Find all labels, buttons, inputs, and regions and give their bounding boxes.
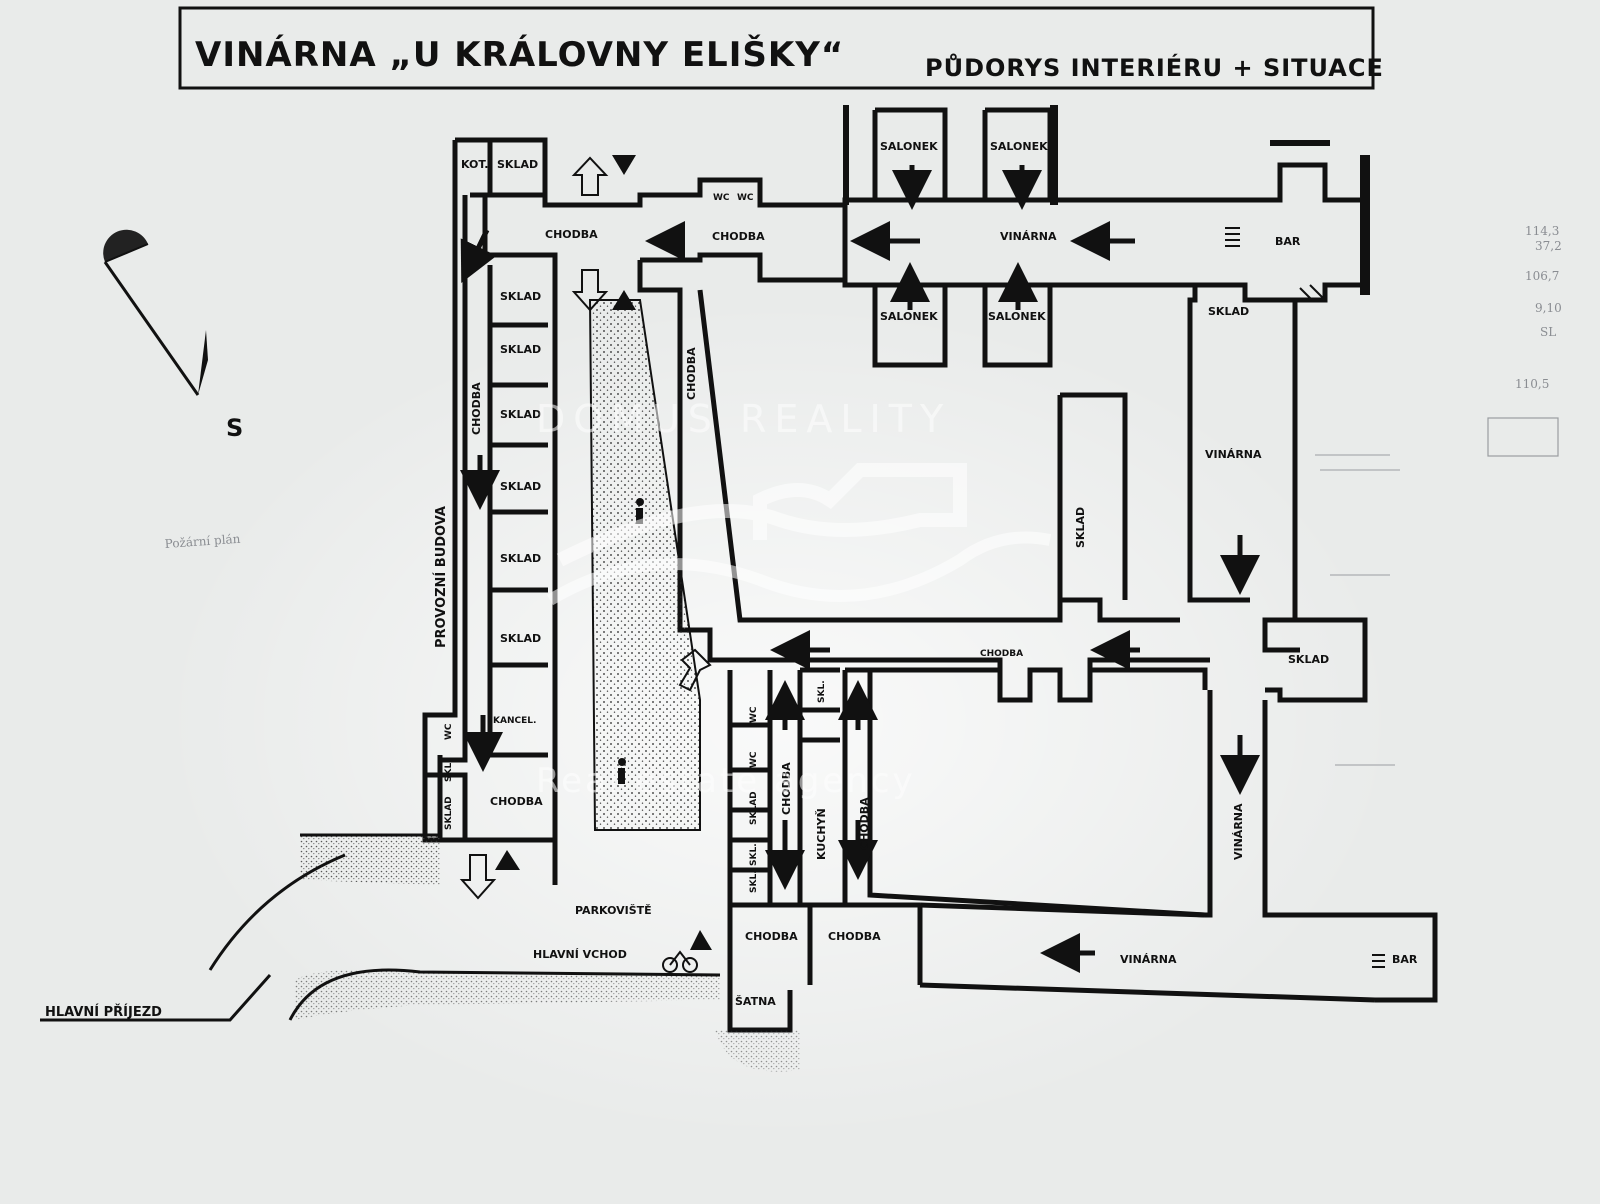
compass-label: S xyxy=(226,414,244,442)
pencil-figure-6: 110,5 xyxy=(1515,377,1549,391)
room-vinarna-top: VINÁRNA xyxy=(1000,230,1057,243)
room-satna: ŠATNA xyxy=(735,995,776,1008)
room-wc-lower: WC xyxy=(444,723,454,740)
pencil-figure-1: 114,3 xyxy=(1525,224,1559,238)
north-compass: S xyxy=(103,229,244,442)
label-hlavni-vchod: HLAVNÍ VCHOD xyxy=(533,948,627,961)
room-wc-kitchen-2: WC xyxy=(749,751,759,768)
room-sklad-right-small: SKLAD xyxy=(1288,653,1329,666)
room-kot: KOT. xyxy=(461,158,488,171)
room-chodba-kitchen: CHODBA xyxy=(780,762,793,815)
room-skl-lower: SKL. xyxy=(444,759,454,782)
room-chodba-entry-2: CHODBA xyxy=(828,930,881,943)
room-vinarna-lower-right: VINÁRNA xyxy=(1232,803,1245,860)
room-skl-kitchen: SKL. xyxy=(817,680,827,703)
wall-fills xyxy=(843,105,1370,295)
pencil-figure-4: 9,10 xyxy=(1535,301,1562,315)
room-sklad-kitchen: SKLAD xyxy=(749,791,759,825)
room-sklad-3: SKLAD xyxy=(500,408,541,421)
label-provozni-budova: PROVOZNÍ BUDOVA xyxy=(433,506,449,648)
bicycle-icon xyxy=(662,950,698,973)
watermark: DOMUS REALITY Real estate agency xyxy=(536,397,1052,801)
room-chodba-lower-left: CHODBA xyxy=(490,795,543,808)
hollow-arrows xyxy=(459,156,712,900)
room-salonek-1: SALONEK xyxy=(880,140,938,153)
room-salonek-4: SALONEK xyxy=(988,310,1046,323)
room-sklad-top: SKLAD xyxy=(497,158,538,171)
flow-arrows xyxy=(460,165,1260,973)
room-sklad-lower: SKLAD xyxy=(444,796,454,830)
room-sklad-courtyard: SKLAD xyxy=(1074,507,1087,548)
room-sklad-right-top: SKLAD xyxy=(1208,305,1249,318)
pencil-notes: Požární plán 114,3 37,2 106,7 9,10 SL 11… xyxy=(164,224,1562,766)
label-hlavni-prijezd: HLAVNÍ PŘÍJEZD xyxy=(45,1004,162,1020)
title-block: VINÁRNA „U KRÁLOVNY ELIŠKY“ PŮDORYS INTE… xyxy=(178,6,1384,90)
screen-glare xyxy=(160,300,1400,1140)
room-chodba-top-mid: CHODBA xyxy=(712,230,765,243)
room-skl-kitchen-3: SKL. xyxy=(749,870,759,893)
pencil-figure-2: 37,2 xyxy=(1535,239,1562,253)
label-parkoviste: PARKOVIŠTĚ xyxy=(575,904,652,917)
room-labels: KOT. SKLAD CHODBA CHODBA WC WC SALONEK S… xyxy=(433,140,1418,1008)
pencil-note-left: Požární plán xyxy=(164,532,241,551)
room-sklad-1: SKLAD xyxy=(500,290,541,303)
room-kuchyn: KUCHYŇ xyxy=(815,808,828,860)
watermark-line1: DOMUS REALITY xyxy=(536,397,951,441)
pencil-figure-3: 106,7 xyxy=(1525,269,1559,283)
site-labels: PARKOVIŠTĚ HLAVNÍ VCHOD HLAVNÍ PŘÍJEZD xyxy=(45,904,652,1020)
room-chodba-kitchen-right: CHODBA xyxy=(858,797,871,850)
room-bar-top: BAR xyxy=(1275,235,1301,248)
room-chodba-diag: CHODBA xyxy=(685,347,698,400)
room-chodba-entry-1: CHODBA xyxy=(745,930,798,943)
room-kancel: KANCEL. xyxy=(493,716,536,726)
people-icon xyxy=(618,498,644,784)
room-chodba-left-vert: CHODBA xyxy=(470,382,483,435)
room-salonek-2: SALONEK xyxy=(990,140,1048,153)
room-skl-kitchen-2: SKL. xyxy=(749,843,759,866)
room-sklad-2: SKLAD xyxy=(500,343,541,356)
title-main: VINÁRNA „U KRÁLOVNY ELIŠKY“ xyxy=(195,34,844,75)
room-wc-kitchen: WC xyxy=(749,706,759,723)
stairs xyxy=(1225,227,1385,968)
room-sklad-6: SKLAD xyxy=(500,632,541,645)
room-chodba-mid: CHODBA xyxy=(980,649,1023,659)
room-chodba-top-left: CHODBA xyxy=(545,228,598,241)
exit-markers xyxy=(495,155,712,950)
room-wc-b: WC xyxy=(737,193,754,203)
watermark-line2: Real estate agency xyxy=(536,761,916,801)
title-sub: PŮDORYS INTERIÉRU + SITUACE xyxy=(925,52,1384,82)
room-wc-a: WC xyxy=(713,193,730,203)
room-salonek-3: SALONEK xyxy=(880,310,938,323)
pencil-figure-5: SL xyxy=(1540,325,1556,339)
room-bar-bottom: BAR xyxy=(1392,953,1418,966)
room-sklad-4: SKLAD xyxy=(500,480,541,493)
site-lines xyxy=(40,833,721,1022)
room-vinarna-right: VINÁRNA xyxy=(1205,448,1262,461)
room-sklad-5: SKLAD xyxy=(500,552,541,565)
room-vinarna-bottom: VINÁRNA xyxy=(1120,953,1177,966)
